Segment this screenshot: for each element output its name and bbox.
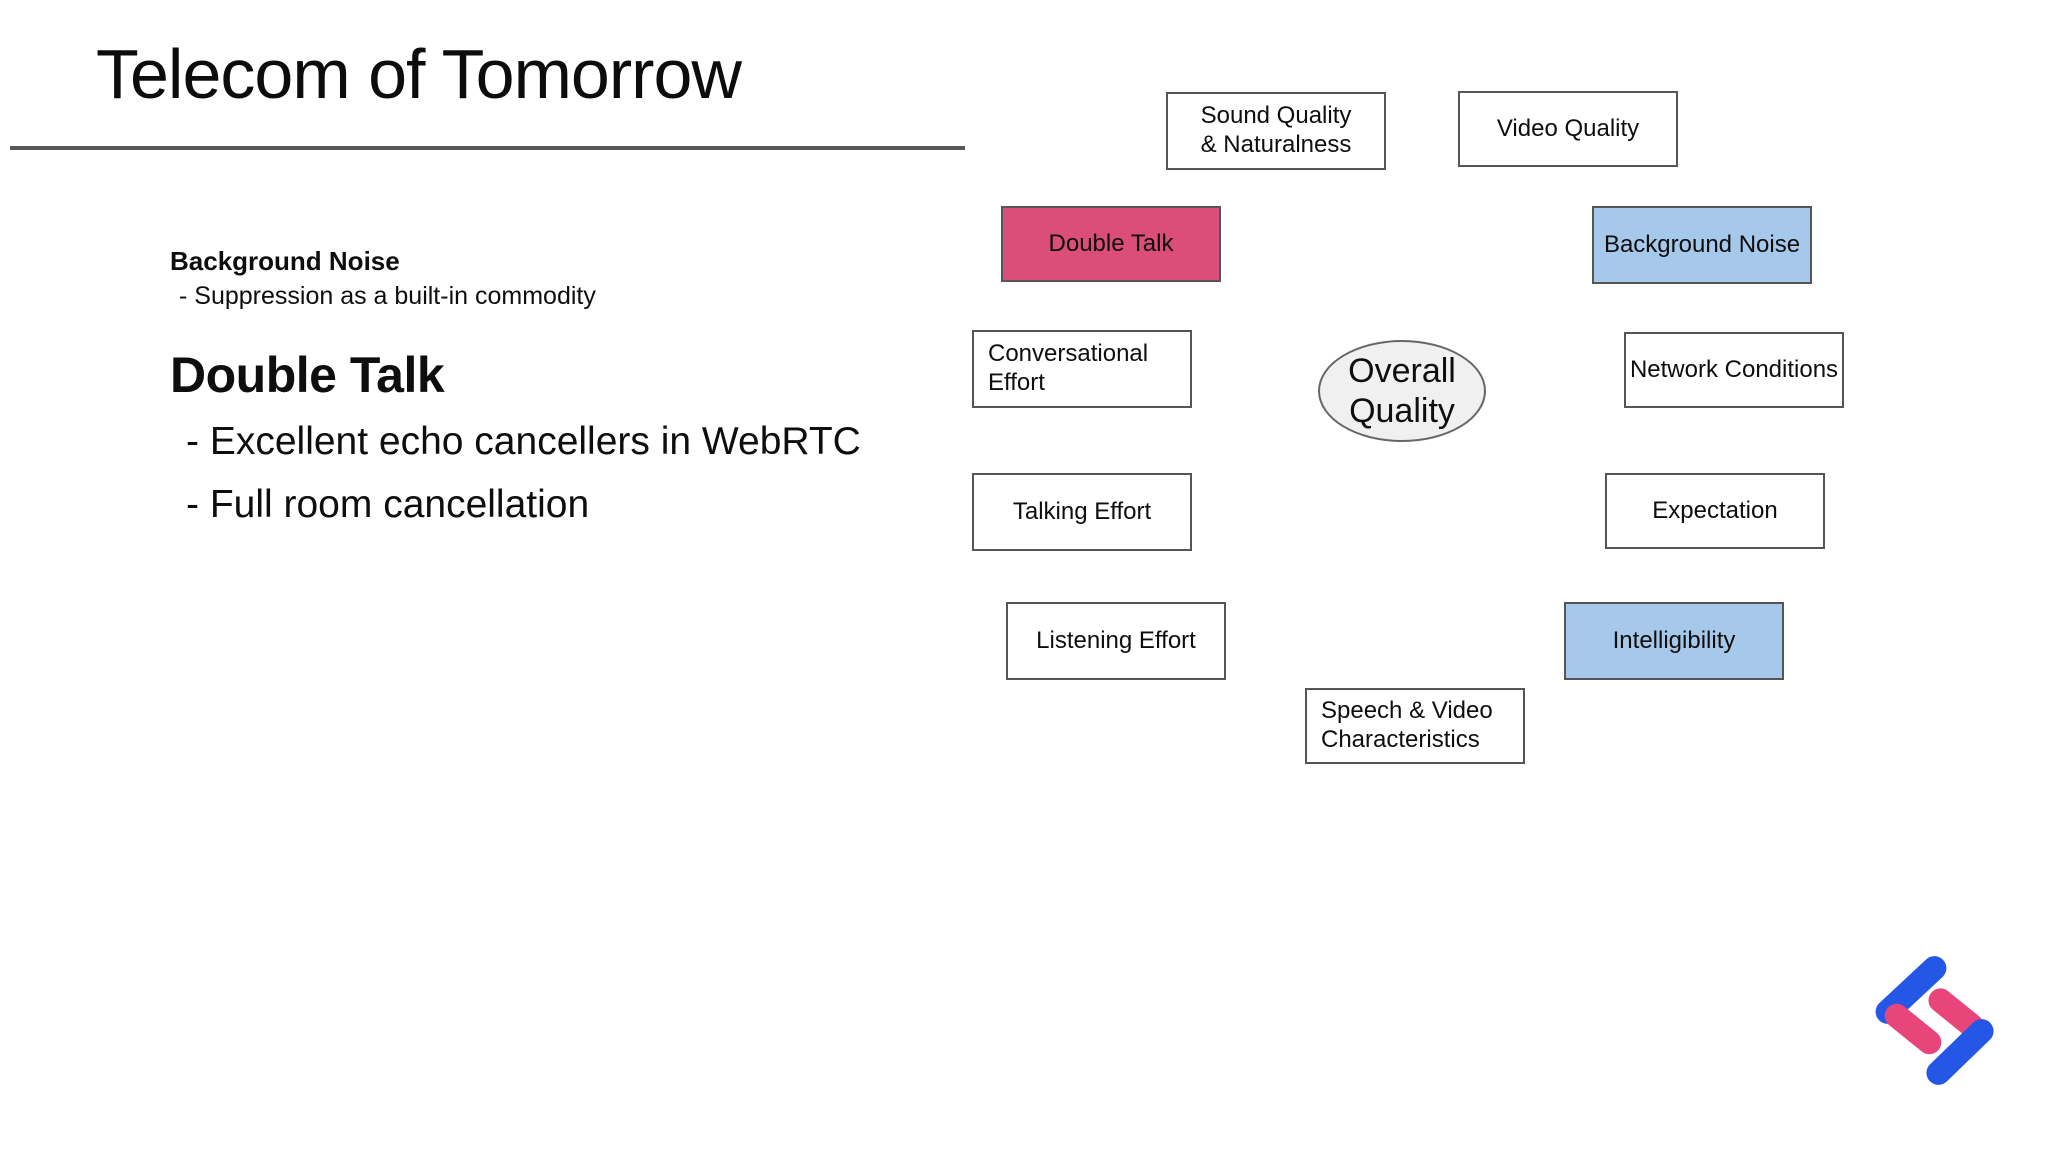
node-label: Conversational [988,340,1149,368]
node-label: Double Talk [1048,229,1174,257]
node-talking-effort: Talking Effort [972,473,1192,551]
node-listening-effort: Listening Effort [1006,602,1226,680]
node-label: Expectation [1652,496,1778,524]
node-conversational-effort: Conversational Effort [972,330,1192,408]
node-background-noise: Background Noise [1592,206,1812,284]
bullet-full-room: - Full room cancellation [186,483,590,526]
bullet-suppression: - Suppression as a built-in commodity [179,282,596,310]
node-label: Video Quality [1496,114,1640,142]
overall-quality-ellipse: Overall Quality [1318,340,1486,442]
node-label: Background Noise [1603,230,1801,258]
node-label: Listening Effort [1036,626,1196,654]
node-sound-quality: Sound Quality & Naturalness [1166,92,1386,170]
bullet-echo-cancellers: - Excellent echo cancellers in WebRTC [186,420,861,463]
node-speech-video-characteristics: Speech & Video Characteristics [1305,688,1525,764]
heading-background-noise: Background Noise [170,246,400,276]
node-video-quality: Video Quality [1458,91,1678,167]
heading-double-talk: Double Talk [170,347,445,403]
node-label: Intelligibility [1612,626,1736,654]
node-label: Talking Effort [1012,497,1152,525]
node-label: Network Conditions [1629,355,1839,383]
node-double-talk: Double Talk [1001,206,1221,282]
node-label: Characteristics [1321,726,1480,753]
node-network-conditions: Network Conditions [1624,332,1844,408]
ellipse-label: Quality [1349,392,1455,430]
title-divider [10,146,965,150]
ellipse-label: Overall [1348,351,1456,390]
node-label: & Naturalness [1200,131,1352,158]
node-label: Sound Quality [1200,102,1352,130]
page-title: Telecom of Tomorrow [96,35,742,113]
node-intelligibility: Intelligibility [1564,602,1784,680]
node-label: Effort [988,369,1045,396]
node-label: Speech & Video [1321,697,1493,725]
node-expectation: Expectation [1605,473,1825,549]
